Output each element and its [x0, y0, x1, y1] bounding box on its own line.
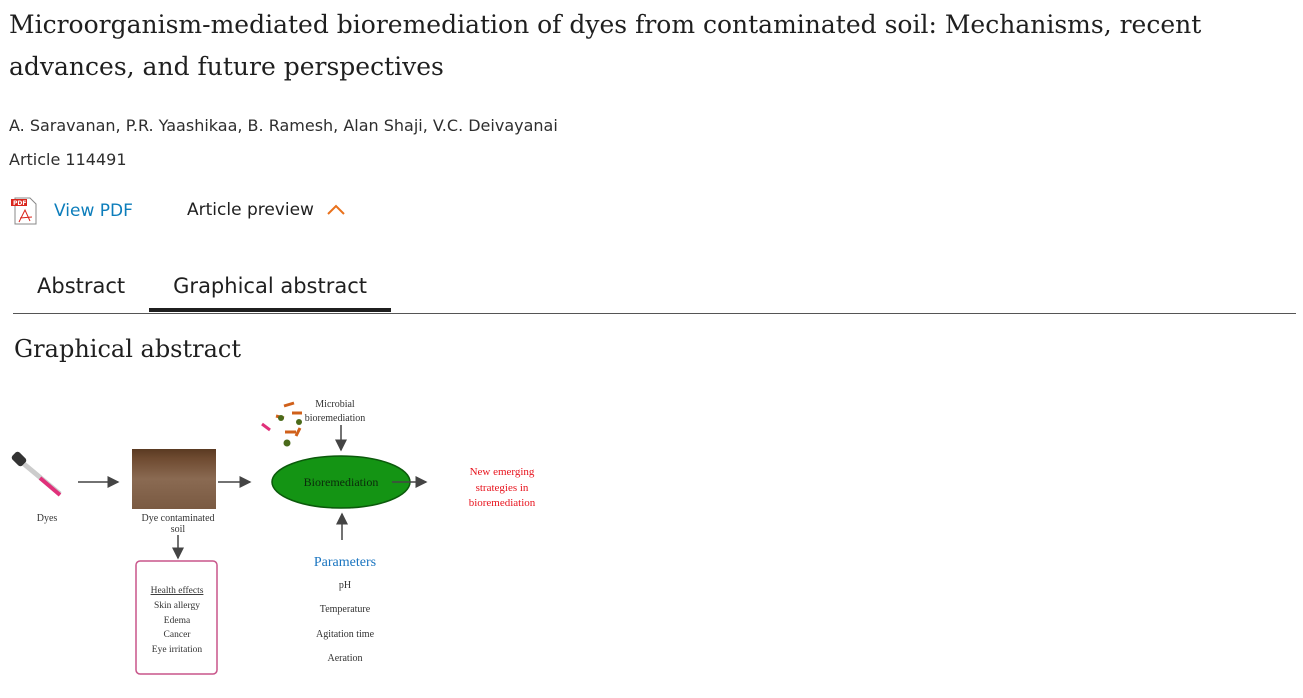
graphical-abstract-figure: Dyes Dye contaminated soil Microbial bio… [11, 399, 536, 675]
soil-image [132, 449, 216, 509]
outcome-line3: bioremediation [469, 497, 536, 509]
tab-abstract[interactable]: Abstract [37, 274, 126, 298]
view-pdf-label: View PDF [54, 201, 133, 221]
pdf-icon: PDF [11, 197, 37, 225]
dyes-label: Dyes [37, 513, 58, 524]
parameters-title: Parameters [314, 555, 376, 570]
parameter-item: Aeration [328, 653, 363, 664]
parameter-item: Temperature [320, 604, 371, 615]
microbial-label-line1: Microbial [315, 399, 355, 410]
svg-text:PDF: PDF [13, 200, 26, 207]
microbes-icon [261, 401, 302, 447]
health-effect-item: Cancer [164, 630, 192, 640]
soil-label-line1: Dye contaminated [141, 513, 214, 524]
article-preview-toggle[interactable]: Article preview [187, 200, 346, 220]
article-preview-label: Article preview [187, 200, 314, 220]
health-effect-item: Edema [164, 616, 191, 626]
parameter-item: Agitation time [316, 629, 375, 640]
article-authors: A. Saravanan, P.R. Yaashikaa, B. Ramesh,… [9, 116, 558, 135]
parameter-item: pH [339, 580, 351, 591]
dropper-icon [11, 451, 62, 497]
soil-label-line2: soil [171, 524, 186, 535]
abstract-tabs: Abstract Graphical abstract [13, 262, 1296, 314]
article-number: Article 114491 [9, 150, 127, 169]
health-effects-title: Health effects [151, 585, 204, 596]
graphical-abstract-heading: Graphical abstract [14, 335, 242, 363]
health-effects-box [135, 560, 218, 675]
bioremediation-label: Bioremediation [304, 475, 379, 489]
microbial-label-line2: bioremediation [305, 413, 366, 424]
outcome-line1: New emerging [470, 466, 535, 478]
view-pdf-link[interactable]: PDF View PDF [10, 196, 133, 226]
tab-graphical-abstract[interactable]: Graphical abstract [149, 262, 391, 312]
health-effect-item: Skin allergy [154, 601, 200, 611]
article-title[interactable]: Microorganism-mediated bioremediation of… [9, 10, 1202, 81]
health-effect-item: Eye irritation [152, 645, 203, 655]
outcome-line2: strategies in [476, 482, 529, 494]
chevron-up-icon [327, 204, 345, 215]
